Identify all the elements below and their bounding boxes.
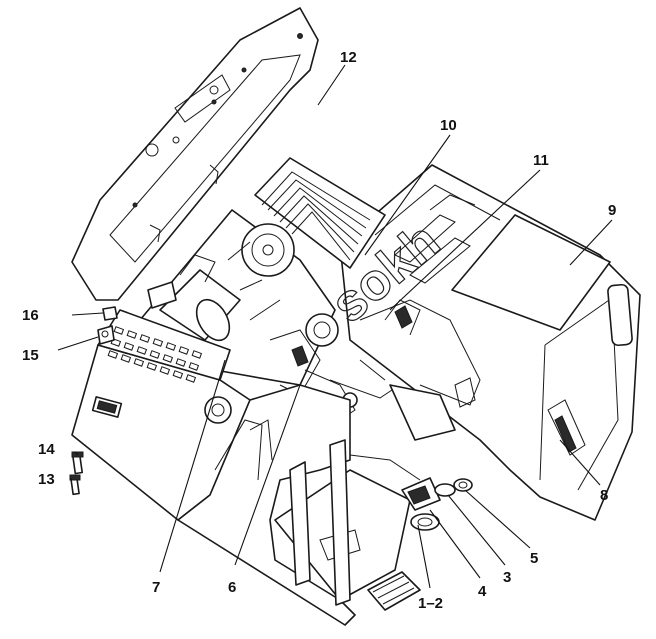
callout-8: 8 — [600, 487, 608, 504]
callout-labels: 12 10 11 9 16 15 14 13 7 6 8 1–2 4 3 5 — [22, 49, 616, 612]
leader-lines — [57, 64, 613, 589]
main-frame — [177, 384, 456, 626]
callout-4: 4 — [478, 583, 487, 600]
callout-13: 13 — [38, 471, 55, 488]
vent-grille — [107, 326, 203, 383]
callout-11: 11 — [533, 152, 549, 169]
callout-16: 16 — [22, 307, 39, 324]
operator-cab — [339, 164, 641, 521]
control-pedals — [401, 477, 473, 531]
callout-15: 15 — [22, 347, 39, 364]
callout-6: 6 — [228, 579, 236, 596]
callout-1-2: 1–2 — [418, 595, 443, 612]
callout-3: 3 — [503, 569, 511, 586]
bracket-15 — [97, 325, 115, 345]
engine-hood-cover — [71, 7, 319, 301]
front-chassis — [71, 309, 251, 521]
callout-7: 7 — [152, 579, 160, 596]
callout-14: 14 — [38, 441, 55, 458]
callout-10: 10 — [440, 117, 457, 134]
radiator-cooling-package — [254, 157, 386, 269]
bracket-16 — [102, 306, 118, 321]
callout-5: 5 — [530, 550, 538, 567]
callout-9: 9 — [608, 202, 616, 219]
pin-13 — [69, 474, 81, 496]
callout-12: 12 — [340, 49, 357, 66]
